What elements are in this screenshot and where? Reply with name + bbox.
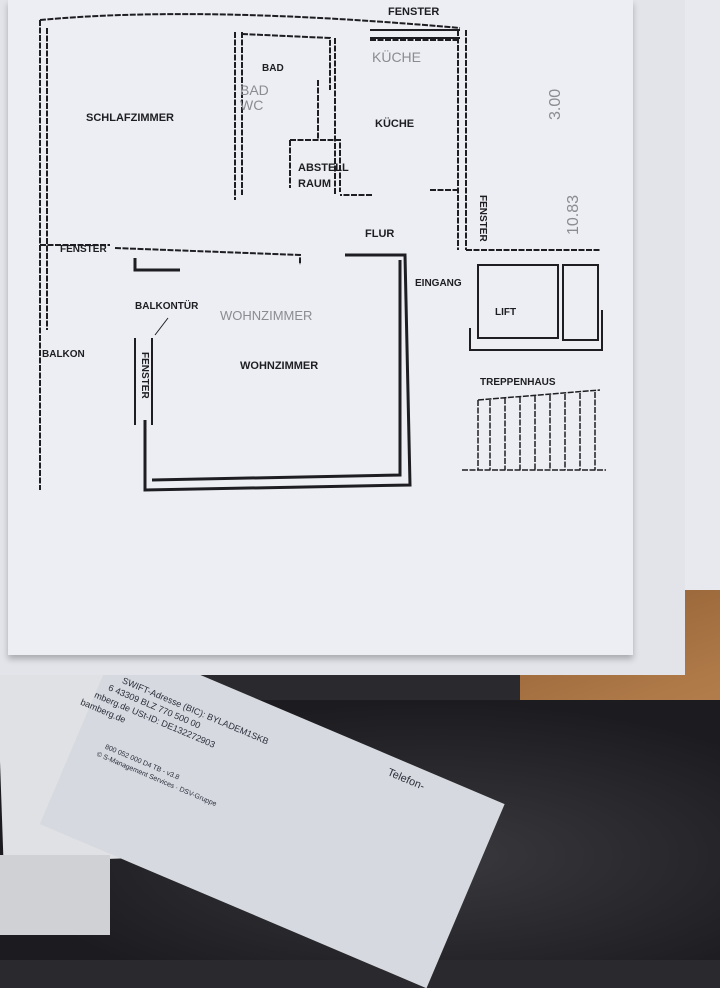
label-flur: FLUR [365, 228, 394, 240]
bedroom-right-wall [234, 32, 243, 200]
balkontuer-line [154, 317, 169, 336]
dimension-10-83: 10.83 [565, 195, 582, 235]
lift-box [469, 264, 603, 351]
label-balkon: BALKON [42, 349, 85, 360]
label-lift: LIFT [495, 307, 516, 318]
wohn-left-window [134, 338, 153, 425]
label-abstell: ABSTELL [298, 162, 349, 174]
right-wall [457, 30, 600, 251]
kitchen-window [370, 29, 460, 39]
floor-plan: FENSTER BAD BAD WC KÜCHE SCHLAFZIMMER KÜ… [39, 6, 606, 492]
floor-plan-sheet [8, 0, 633, 655]
label-fenster-right: FENSTER [477, 195, 488, 242]
label-wohnzimmer-faint: WOHNZIMMER [220, 308, 312, 323]
side-box [562, 264, 599, 341]
label-eingang: EINGANG [415, 278, 462, 289]
label-bad: BAD [262, 63, 284, 74]
label-raum: RAUM [298, 178, 331, 190]
label-kueche: KÜCHE [375, 117, 414, 130]
label-schlafzimmer: SCHLAFZIMMER [86, 112, 174, 124]
fenster-left-wall [40, 244, 301, 265]
label-fenster-top: FENSTER [388, 6, 439, 18]
label-bad-wc-1: BAD [240, 82, 269, 98]
envelope-2 [0, 855, 110, 935]
dimension-3-00: 3.00 [547, 89, 564, 120]
label-bad-wc-2: WC [240, 97, 263, 113]
outer-top-wall [39, 13, 461, 29]
label-fenster-left: FENSTER [60, 244, 107, 255]
label-balkontuer: BALKONTÜR [135, 299, 199, 312]
kitchen-walls [334, 38, 460, 196]
label-kueche-faint: KÜCHE [372, 48, 421, 65]
wohnzimmer-wall [133, 253, 412, 492]
label-fenster-wohn: FENSTER [139, 352, 150, 399]
label-wohnzimmer: WOHNZIMMER [240, 360, 318, 372]
stairs [462, 389, 606, 471]
label-treppenhaus: TREPPENHAUS [480, 377, 556, 388]
bath-walls [241, 33, 341, 192]
